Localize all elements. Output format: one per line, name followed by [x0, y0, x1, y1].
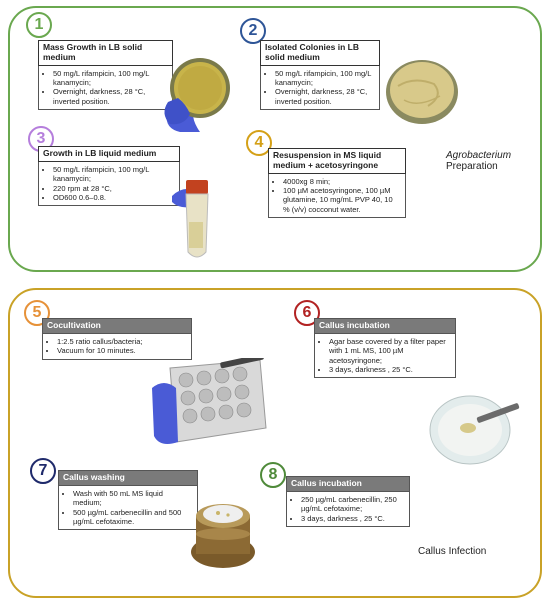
step-7-bullet: Wash with 50 mL MS liquid medium;	[73, 489, 193, 508]
step-1-badge: 1	[26, 12, 52, 38]
agrobacterium-panel	[8, 6, 542, 272]
petri-dish-colonies-photo	[386, 60, 458, 124]
step-2-badge: 2	[240, 18, 266, 44]
step-8-box: Callus incubation 250 µg/mL carbenecilli…	[286, 476, 410, 527]
step-7-box: Callus washing Wash with 50 mL MS liquid…	[58, 470, 198, 531]
step-4-badge: 4	[246, 130, 272, 156]
filter-paper-dish-photo	[429, 395, 520, 465]
step-3-bullet: 50 mg/L rifampicin, 100 mg/L kanamycin;	[53, 165, 175, 184]
step-1-box: Mass Growth in LB solid medium 50 mg/L r…	[38, 40, 173, 111]
step-4-bullet: 4000xg 8 min;	[283, 177, 401, 186]
step-4-title: Resuspension in MS liquid medium + aceto…	[268, 148, 406, 174]
step-6-box: Callus incubation Agar base covered by a…	[314, 318, 456, 379]
step-7-bullet: 500 µg/mL carbenecillin and 500 µg/mL ce…	[73, 508, 193, 527]
step-3-bullet: OD600 0.6–0.8.	[53, 193, 175, 202]
step-6-bullet: 3 days, darkness , 25 °C.	[329, 365, 451, 374]
step-5-title: Cocultivation	[42, 318, 192, 334]
step-4-box: Resuspension in MS liquid medium + aceto…	[268, 148, 406, 219]
step-7-title: Callus washing	[58, 470, 198, 486]
step-5-bullet: 1:2.5 ratio callus/bacteria;	[57, 337, 187, 346]
step-5-bullet: Vacuum for 10 minutes.	[57, 346, 187, 355]
step-7-badge: 7	[30, 458, 56, 484]
step-6-title: Callus incubation	[314, 318, 456, 334]
callus-infection-panel	[8, 288, 542, 598]
step-8-title: Callus incubation	[286, 476, 410, 492]
step-1-bullet: 50 mg/L rifampicin, 100 mg/L kanamycin;	[53, 69, 168, 88]
step-8-bullet: 3 days, darkness , 25 °C.	[301, 514, 405, 523]
agrobacterium-section-label: Agrobacterium Preparation	[446, 150, 512, 172]
step-1-bullet: Overnight, darkness, 28 °C, inverted pos…	[53, 87, 168, 106]
step-6-bullet: Agar base covered by a filter paper with…	[329, 337, 451, 365]
step-2-box: Isolated Colonies in LB solid medium 50 …	[260, 40, 380, 111]
step-2-title: Isolated Colonies in LB solid medium	[260, 40, 380, 66]
step-1-title: Mass Growth in LB solid medium	[38, 40, 173, 66]
step-3-box: Growth in LB liquid medium 50 mg/L rifam…	[38, 146, 180, 207]
step-5-box: Cocultivation 1:2.5 ratio callus/bacteri…	[42, 318, 192, 360]
step-2-bullet: 50 mg/L rifampicin, 100 mg/L kanamycin;	[275, 69, 375, 88]
step-2-bullet: Overnight, darkness, 28 °C, inverted pos…	[275, 87, 375, 106]
multiwell-plate-photo	[152, 358, 267, 444]
petri-dish-lawn-photo	[164, 58, 230, 132]
callus-infection-section-label: Callus Infection	[418, 546, 487, 557]
washing-bottle-photo	[191, 504, 255, 568]
step-4-bullet: 100 µM acetosyringone, 100 µM glutamine,…	[283, 186, 401, 214]
step-8-badge: 8	[260, 462, 286, 488]
step-3-bullet: 220 rpm at 28 °C,	[53, 184, 175, 193]
step-3-title: Growth in LB liquid medium	[38, 146, 180, 162]
culture-tube-photo	[172, 180, 209, 258]
step-8-bullet: 250 µg/mL carbenecillin, 250 µg/mL cefot…	[301, 495, 405, 514]
